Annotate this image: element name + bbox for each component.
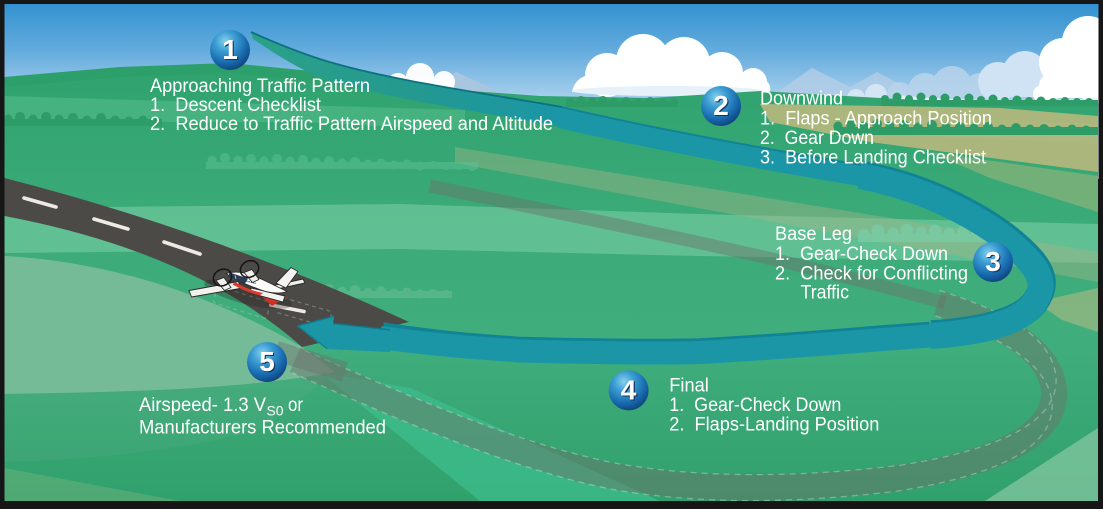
svg-text:4: 4 xyxy=(622,375,638,406)
svg-text:Airspeed- 1.3 V: Airspeed- 1.3 V xyxy=(139,395,266,416)
svg-text:2. Check for Conflicting: 2. Check for Conflicting xyxy=(775,264,968,285)
svg-text:1: 1 xyxy=(222,34,238,65)
svg-text:1: 1 xyxy=(223,35,239,66)
svg-text:2: 2 xyxy=(714,91,730,122)
svg-text:3: 3 xyxy=(985,246,1001,277)
svg-text:1. Gear-Check Down: 1. Gear-Check Down xyxy=(669,395,841,416)
svg-text:Approaching Traffic Pattern: Approaching Traffic Pattern xyxy=(150,76,370,97)
svg-text:1. Descent Checklist: 1. Descent Checklist xyxy=(150,95,322,116)
svg-text:5: 5 xyxy=(259,346,275,377)
svg-text:1. Flaps - Approach Position: 1. Flaps - Approach Position xyxy=(760,108,992,129)
svg-text:Final: Final xyxy=(669,375,709,396)
svg-text:1. Gear-Check Down: 1. Gear-Check Down xyxy=(775,244,948,265)
svg-text:4: 4 xyxy=(621,374,637,405)
svg-text:Traffic: Traffic xyxy=(801,283,850,304)
svg-text:3. Before Landing Checklist: 3. Before Landing Checklist xyxy=(760,148,987,169)
svg-text:5: 5 xyxy=(260,347,276,378)
svg-text:2. Flaps-Landing Position: 2. Flaps-Landing Position xyxy=(669,414,879,435)
svg-text:or: or xyxy=(288,395,304,416)
svg-text:Base Leg: Base Leg xyxy=(775,224,852,245)
svg-text:S0: S0 xyxy=(267,403,284,419)
svg-text:Downwind: Downwind xyxy=(760,89,843,110)
svg-text:Manufacturers Recommended: Manufacturers Recommended xyxy=(139,418,386,439)
svg-text:2. Reduce to Traffic Pattern: 2. Reduce to Traffic Pattern Airspeed an… xyxy=(150,114,553,135)
svg-text:3: 3 xyxy=(986,247,1002,278)
svg-text:2: 2 xyxy=(713,90,729,121)
svg-text:2. Gear Down: 2. Gear Down xyxy=(760,128,874,149)
